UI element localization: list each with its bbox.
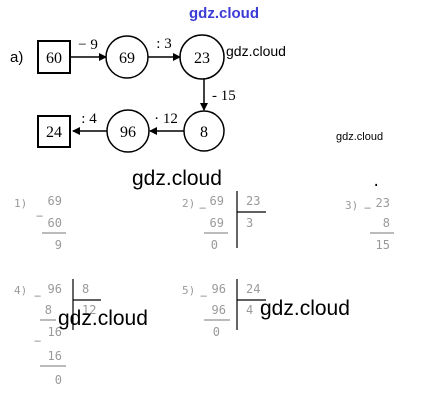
calc-3-bottom: 8 (383, 216, 390, 230)
calc-4-remainder-1: 16 (48, 325, 62, 339)
task-label: а) (10, 49, 23, 66)
calc-2-divisor: 23 (246, 194, 260, 208)
watermark-2: gdz.cloud (336, 131, 384, 143)
calc-2-remainder: 0 (211, 238, 218, 252)
calc-2-quotient: 3 (246, 216, 253, 230)
op-minus-15: - 15 (212, 88, 236, 104)
calc-1-result: 9 (55, 238, 62, 252)
calc-4-divisor: 8 (82, 282, 89, 296)
op-div-3: : 3 (156, 36, 171, 52)
calc-3: 3) · − 23 8 15 (345, 178, 394, 252)
calc-1-subtrahend: 60 (48, 216, 62, 230)
header-watermark: gdz.cloud (189, 5, 259, 22)
calc-2: 2) − 69 69 0 23 3 (182, 191, 266, 252)
calc-2-product: 69 (210, 216, 224, 230)
calc-5-product: 96 (212, 303, 226, 317)
svg-text:−: − (34, 289, 41, 303)
node-23-value: 23 (194, 50, 210, 67)
calc-1: 1) − 69 60 9 (14, 194, 66, 252)
calc-4-quotient: 12 (82, 303, 96, 317)
calc-5-divisor: 24 (246, 282, 260, 296)
calc-4-label: 4) (14, 284, 27, 297)
calc-4-dividend: 96 (48, 282, 62, 296)
op-div-4: : 4 (81, 111, 97, 127)
calc-4-product-2: 16 (48, 349, 62, 363)
node-8-value: 8 (200, 124, 208, 141)
calc-3-dot: · (372, 178, 380, 194)
calc-3-label: 3) (345, 199, 358, 212)
calc-5-dividend: 96 (212, 282, 226, 296)
watermark-4: gdz.cloud (58, 307, 148, 330)
calc-5-remainder: 0 (213, 325, 220, 339)
watermark-5: gdz.cloud (260, 297, 350, 320)
svg-text:−: − (364, 201, 371, 215)
calc-3-top: 23 (376, 196, 390, 210)
calc-2-dividend: 69 (210, 194, 224, 208)
calc-5-quotient: 4 (246, 303, 253, 317)
watermark-1: gdz.cloud (226, 43, 286, 59)
calc-5: 5) − 96 96 0 24 4 (182, 279, 266, 339)
svg-text:−: − (36, 209, 43, 223)
node-23 (179, 34, 225, 80)
node-69-value: 69 (119, 50, 135, 67)
result-value: 24 (46, 124, 62, 141)
start-value: 60 (46, 50, 62, 67)
op-times-12: · 12 (154, 111, 178, 127)
calc-2-label: 2) (182, 197, 195, 210)
svg-text:−: − (200, 289, 207, 303)
calc-3-result: 15 (376, 238, 390, 252)
node-96-value: 96 (120, 124, 136, 141)
op-minus-9: − 9 (78, 37, 98, 53)
calc-4-remainder-2: 0 (55, 373, 62, 387)
watermark-3: gdz.cloud (132, 167, 222, 190)
calc-1-label: 1) (14, 197, 27, 210)
svg-text:−: − (34, 334, 41, 348)
result-box (37, 115, 71, 148)
calc-4-product-1: 8 (45, 303, 52, 317)
svg-text:−: − (199, 201, 206, 215)
calc-4: 4) − 96 8 − 16 16 0 8 12 (14, 279, 101, 387)
calc-1-minuend: 69 (48, 194, 62, 208)
calc-5-label: 5) (182, 284, 195, 297)
